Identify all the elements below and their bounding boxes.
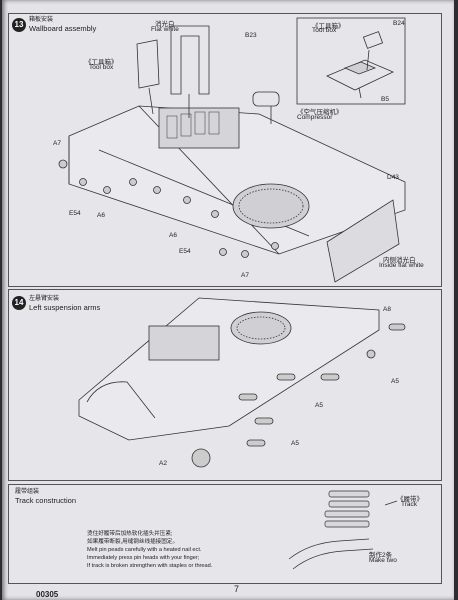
step-14-number: 14 [12, 296, 26, 310]
part-a8-label: A8 [383, 306, 391, 313]
compressor-label-en: Compressor [297, 114, 333, 121]
step-13-panel: 13 箱板安装 Wallboard assembly [8, 13, 442, 287]
track-drawing [288, 490, 398, 570]
track-label-en: Track [401, 501, 418, 508]
make-two-label-en: Make two [369, 557, 397, 564]
part-a5-label-1: A5 [391, 378, 399, 385]
part-a6-left-label: A6 [97, 212, 105, 219]
step-13-title-cn: 箱板安装 [29, 17, 54, 23]
compressor-label-cn: 《空气压缩机》 [297, 109, 343, 116]
part-a6-mid-label: A6 [169, 232, 177, 239]
page-number: 7 [234, 584, 240, 594]
part-a5-label-3: A5 [291, 440, 299, 447]
track-note-5: If track is broken strengthen with stapl… [87, 563, 213, 569]
part-d43-label: D43 [387, 174, 399, 181]
track-note-1: 烫住好履带后加热软化插头并压紧; [87, 531, 173, 537]
track-title-en: Track construction [15, 496, 76, 505]
page-code: 00305 [36, 590, 59, 599]
part-b23-label: B23 [245, 32, 257, 39]
make-two-label-cn: 制作2条 [369, 552, 393, 559]
track-note-3: Melt pin peads carefully with a heated n… [87, 547, 202, 553]
suspension-arms-drawing [78, 297, 406, 468]
part-a2-label: A2 [159, 460, 167, 467]
part-e54-left-label: E54 [69, 210, 81, 217]
part-a7-bottom-label: A7 [241, 272, 249, 279]
inside-flat-white-label-en: Inside flat white [379, 262, 424, 269]
part-e54-mid-label: E54 [179, 248, 191, 255]
toolbox-label-cn: 《工具箱》 [85, 59, 118, 66]
part-b24-label: B24 [393, 20, 405, 27]
track-label-cn: 《履带》 [397, 496, 423, 503]
inset-toolbox-label-en: Tool box [312, 27, 337, 34]
inset-toolbox-label-cn: 《工具箱》 [312, 23, 345, 30]
step-14-title-cn: 左悬臂安装 [29, 296, 60, 302]
inside-flat-white-label-cn: 内侧消光白 [383, 257, 416, 264]
flat-white-label-cn: 消光白 [155, 21, 175, 28]
step-13-number: 13 [12, 18, 26, 32]
track-note-4: Immediately press pin heads with your fi… [87, 555, 200, 561]
part-a5-label-2: A5 [315, 402, 323, 409]
flat-white-label-en: Flat white [151, 26, 179, 33]
step-14-panel: 14 左悬臂安装 Left suspension arms [8, 289, 442, 481]
track-construction-panel: 履带组装 Track construction 《履带》 Track 制作2条 … [8, 484, 442, 584]
track-note-2: 如果履带断裂,用缝钢丝线插接固定。 [87, 539, 179, 545]
wallboard-assembly-drawing [58, 17, 406, 283]
step-13-title-en: Wallboard assembly [29, 24, 97, 33]
part-a7-top-label: A7 [53, 140, 61, 147]
toolbox-label-en: Tool box [89, 64, 114, 71]
track-title-cn: 履带组装 [15, 489, 40, 495]
part-b5-label: B5 [381, 96, 389, 103]
step-14-title-en: Left suspension arms [29, 303, 101, 312]
